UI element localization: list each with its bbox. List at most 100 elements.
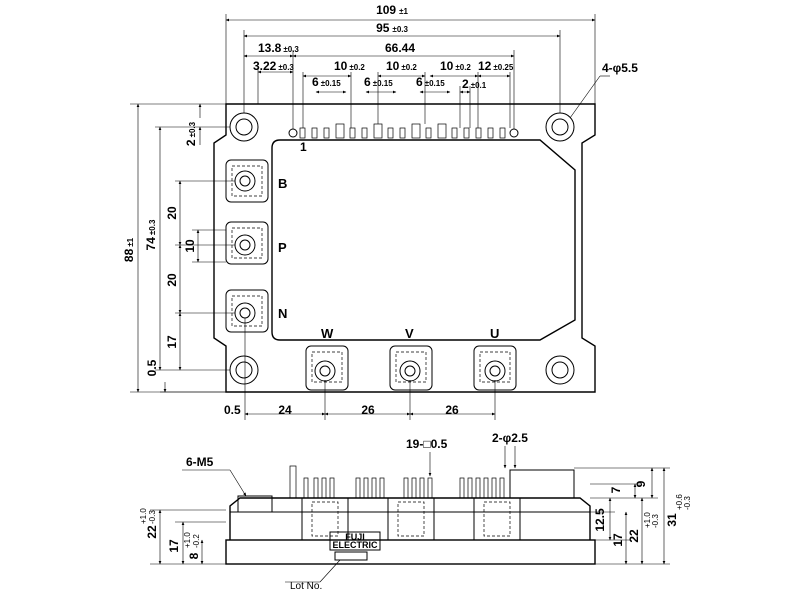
dim-bp-pitch: 20 — [165, 206, 179, 220]
dim-w-to-v: 26 — [361, 403, 375, 417]
svg-text:10±0.2: 10±0.2 — [386, 59, 417, 73]
dim-pn-pitch: 20 — [165, 273, 179, 287]
dim-overall-width: 109 — [376, 3, 396, 17]
module-outline — [213, 103, 596, 393]
svg-text:+1.0: +1.0 — [643, 512, 652, 528]
dim-v-to-u: 26 — [445, 403, 459, 417]
dim-p-width: 10 — [183, 239, 197, 253]
pin-label: 19-□0.5 — [406, 437, 448, 451]
dim-group-10a: 10 — [334, 59, 348, 73]
lot-label: Lot No. — [290, 581, 322, 592]
dim-bottom-left-offset: 0.5 — [224, 403, 241, 417]
svg-text:12±0.25: 12±0.25 — [478, 59, 514, 73]
dim-pitch-2-tol: ±0.1 — [471, 81, 487, 90]
dim-pitch-2: 2 — [462, 77, 469, 91]
dim-gap-6a: 6 — [312, 75, 319, 89]
side-h17: 17 — [167, 539, 181, 553]
case-top — [271, 139, 576, 341]
side-r22: 22 — [627, 529, 641, 543]
dim-overall-width-tol: ±1 — [399, 7, 408, 16]
lot-box — [334, 551, 368, 561]
fuji-logo-box — [329, 531, 381, 551]
side-r31: 31 — [665, 513, 679, 527]
dim-hole-offset: 2 — [184, 139, 198, 146]
side-r9: 9 — [634, 480, 648, 487]
dim-group-12-tol: ±0.25 — [493, 63, 514, 72]
svg-text:95±0.3: 95±0.3 — [376, 21, 408, 35]
dim-group-10b-tol: ±0.2 — [401, 63, 417, 72]
dim-group-10a-tol: ±0.2 — [349, 63, 365, 72]
svg-text:+1.0: +1.0 — [139, 508, 148, 524]
terminal-w-label: W — [321, 326, 334, 341]
dim-group-10c: 10 — [440, 59, 454, 73]
side-case — [229, 497, 591, 540]
dim-n-offset: 17 — [165, 335, 179, 349]
dim-group-10c-tol: ±0.2 — [455, 63, 471, 72]
svg-text:2±0.3: 2 ±0.3 — [184, 121, 198, 146]
bottom-dimension-lines — [244, 318, 496, 420]
svg-text:3.22±0.3: 3.22±0.3 — [253, 59, 294, 73]
svg-text:10±0.2: 10±0.2 — [334, 59, 365, 73]
side-r31-tol-top: +0.6 — [675, 494, 684, 510]
side-h8-tol-top: +1.0 — [183, 532, 192, 548]
guide-label: 2-φ2.5 — [492, 431, 528, 445]
svg-text:88±1: 88±1 — [122, 237, 136, 262]
terminals-bottom — [305, 345, 517, 391]
side-view: FUJI ELECTRIC Lot No. 6-M5 — [139, 431, 692, 592]
dim-gap-6a-tol: ±0.15 — [321, 79, 342, 88]
svg-text:13.8±0.3: 13.8±0.3 — [258, 41, 299, 55]
svg-text:109±1: 109±1 — [376, 3, 408, 17]
dim-pin1-offset-tol: ±0.3 — [283, 45, 299, 54]
svg-text:-0.3: -0.3 — [148, 510, 157, 524]
side-pins — [289, 465, 505, 499]
dim-pin-span: 66.44 — [385, 41, 415, 55]
side-r7: 7 — [609, 486, 623, 493]
svg-text:-0.3: -0.3 — [683, 496, 692, 510]
left-dimension-lines — [130, 103, 235, 393]
dim-overall-height-tol: ±1 — [126, 237, 135, 246]
pin1-label: 1 — [300, 140, 307, 154]
svg-text:6±0.15: 6±0.15 — [312, 75, 341, 89]
side-h22-tol-top: +1.0 — [139, 508, 148, 524]
top-view: 109±1 95±0.3 13.8±0.3 66.44 3.22±0.3 10±… — [122, 3, 638, 420]
svg-text:-0.3: -0.3 — [651, 514, 660, 528]
side-h8-tol-bot: -0.2 — [192, 534, 201, 548]
svg-text:-0.2: -0.2 — [192, 534, 201, 548]
dim-gap-6b-tol: ±0.15 — [373, 79, 394, 88]
terminal-n-label: N — [278, 306, 287, 321]
svg-text:74±0.3: 74 ±0.3 — [144, 219, 158, 250]
svg-text:31: 31 — [665, 513, 679, 527]
svg-text:6±0.15: 6±0.15 — [416, 75, 445, 89]
control-pins — [288, 123, 519, 139]
svg-text:22: 22 — [627, 529, 641, 543]
mount-holes-label: 4-φ5.5 — [602, 61, 638, 75]
fuji-logo-top: FUJI — [345, 532, 365, 542]
dim-hole-pitch-v-tol: ±0.3 — [148, 219, 157, 235]
dim-left-to-w: 24 — [278, 403, 292, 417]
svg-text:6±0.15: 6±0.15 — [364, 75, 393, 89]
svg-text:22: 22 — [145, 525, 159, 539]
base-plate — [225, 539, 596, 565]
terminal-b-label: B — [278, 176, 287, 191]
side-r22-tol-top: +1.0 — [643, 512, 652, 528]
side-h22-tol-bot: -0.3 — [148, 510, 157, 524]
terminal-v-label: V — [405, 326, 414, 341]
svg-text:10±0.2: 10±0.2 — [440, 59, 471, 73]
dim-hole-offset-tol: ±0.3 — [188, 121, 197, 137]
dim-gap-6c-tol: ±0.15 — [425, 79, 446, 88]
svg-text:8: 8 — [187, 552, 201, 559]
dim-hole-pitch-v: 74 — [144, 237, 158, 251]
dim-hole-pitch-tol: ±0.3 — [392, 25, 408, 34]
dim-group-12: 12 — [478, 59, 492, 73]
side-r31-tol-bot: -0.3 — [683, 496, 692, 510]
dim-bottom-offset: 0.5 — [145, 359, 159, 376]
fuji-logo-bottom: ELECTRIC — [333, 540, 379, 550]
dim-edge-offset: 3.22 — [253, 59, 277, 73]
dim-edge-offset-tol: ±0.3 — [278, 63, 294, 72]
dim-overall-height: 88 — [122, 248, 136, 262]
dim-gap-6b: 6 — [364, 75, 371, 89]
dim-group-10b: 10 — [386, 59, 400, 73]
terminal-p-label: P — [278, 240, 287, 255]
svg-text:+1.0: +1.0 — [183, 532, 192, 548]
